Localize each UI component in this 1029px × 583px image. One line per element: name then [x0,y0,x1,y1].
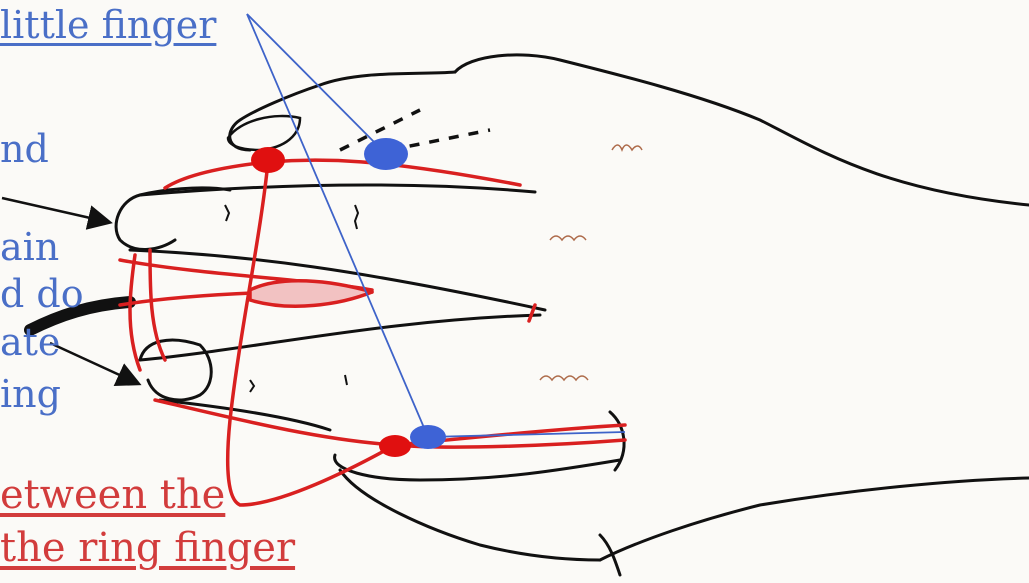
label-between-the: etween the [0,475,225,515]
pencil-marks [540,145,642,380]
label-frag-ing: ing [0,375,61,413]
label-frag-nd: nd [0,130,49,168]
blue-marker-bottom [410,425,446,449]
label-little-finger: little finger [0,6,216,44]
arrow-upper [2,198,108,222]
red-lines [120,160,625,505]
red-marker-bottom [379,435,411,457]
label-the-ring-finger: the ring finger [0,528,295,568]
red-marker-top [251,147,285,173]
blue-marker-top [364,138,408,170]
label-frag-d-do: d do [0,275,84,313]
label-frag-ain: ain [0,228,59,266]
label-frag-ate: ate [0,323,60,361]
arrow-lower [50,343,137,383]
blue-lines [247,14,625,437]
